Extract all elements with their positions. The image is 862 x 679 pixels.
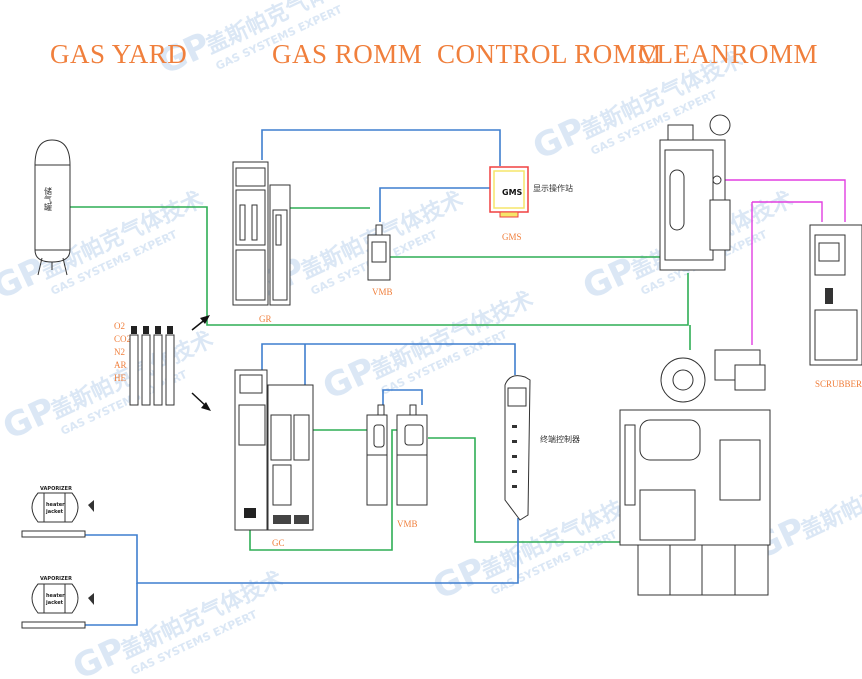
blue-pipe <box>85 583 138 626</box>
magenta-pipe <box>752 201 823 222</box>
process-tool-top <box>659 114 731 271</box>
gas-label: CO2 <box>114 334 131 344</box>
watermark-text: 盖斯帕克气体技术 <box>797 446 862 544</box>
area-title-gas-room: GAS ROMM <box>272 39 422 69</box>
watermark-text: 盖斯帕克气体技术 <box>117 566 288 664</box>
vaporizer-2: VAPORIZER heater jacket <box>21 576 94 629</box>
watermark-logo: GP <box>317 350 382 409</box>
watermark-logo: GP <box>577 250 642 309</box>
green-pipe <box>249 429 398 551</box>
process-tool-bottom <box>619 349 771 596</box>
vmb-bottom: VMB <box>366 404 428 529</box>
terminal-controller[interactable]: 终端控制器 <box>504 375 580 521</box>
gas-label: AR <box>114 360 127 370</box>
gc-gas-cabinet: GC <box>234 369 314 548</box>
vaporizer-text: heater <box>46 593 65 599</box>
gms-label: GMS <box>502 232 522 242</box>
gas-label: N2 <box>114 347 125 357</box>
blue-pipe <box>382 389 423 405</box>
watermark-logo: GP <box>527 110 592 169</box>
scrubber: SCRUBBER <box>809 224 862 389</box>
vaporizer-title: VAPORIZER <box>40 486 72 492</box>
vmb-bottom-label: VMB <box>397 519 418 529</box>
vaporizer-title: VAPORIZER <box>40 576 72 582</box>
watermark-text: 盖斯帕克气体技术 <box>367 286 538 384</box>
vmb-top-label: VMB <box>372 287 393 297</box>
area-title-control-room: CONTROL ROMM <box>437 39 662 69</box>
area-title-cleanroom: CLEANROMM <box>638 39 818 69</box>
blue-pipe <box>261 129 501 166</box>
watermark-logo: GP <box>427 550 492 609</box>
gas-label: HE <box>114 373 126 383</box>
gms-screen-text: GMS <box>502 188 523 197</box>
gms-station-label: 显示操作站 <box>533 183 573 193</box>
gc-label: GC <box>272 538 285 548</box>
arrow-icon <box>201 402 211 411</box>
green-pipe <box>70 206 689 326</box>
terminal-controller-label: 终端控制器 <box>540 434 580 444</box>
green-pipe <box>428 437 640 543</box>
pipes <box>70 129 846 626</box>
gms-station[interactable]: GMS 显示操作站 GMS <box>489 166 573 242</box>
storage-tank: 储气罐 <box>34 139 71 276</box>
cylinder-bank: O2 CO2 N2 AR HE <box>114 321 175 406</box>
blue-pipe <box>379 187 490 222</box>
magenta-pipe <box>725 179 846 222</box>
watermark-logo: GP <box>67 630 132 679</box>
vaporizer-text: heater <box>46 502 65 508</box>
vaporizer-text: jacket <box>45 600 64 606</box>
gr-label: GR <box>259 314 272 324</box>
vaporizer-text: jacket <box>45 509 64 515</box>
vmb-top: VMB <box>367 224 393 297</box>
storage-tank-label: 储气罐 <box>44 186 53 212</box>
gas-label: O2 <box>114 321 125 331</box>
area-title-gas-yard: GAS YARD <box>50 39 187 69</box>
gr-gas-rack: GR <box>232 161 291 324</box>
arrow-icon <box>200 315 210 324</box>
scrubber-label: SCRUBBER <box>815 379 862 389</box>
vaporizer-1: VAPORIZER heater jacket <box>21 486 94 538</box>
